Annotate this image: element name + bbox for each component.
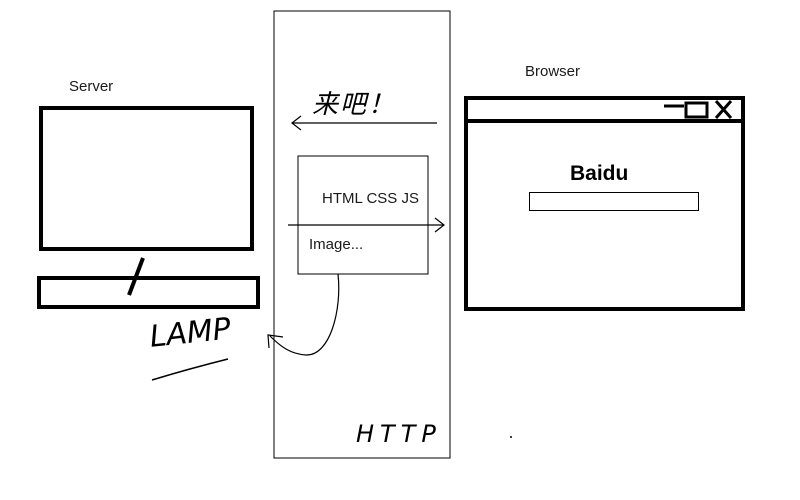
request-note: 来吧！	[312, 90, 397, 120]
page-title: Baidu	[570, 162, 629, 185]
http-channel	[273, 10, 451, 459]
arrow-left-icon	[291, 115, 437, 131]
browser-label: Browser	[525, 63, 581, 80]
search-input[interactable]	[529, 192, 699, 211]
close-icon[interactable]	[714, 100, 733, 119]
packet-image-label: Image...	[309, 236, 364, 253]
server-monitor	[39, 106, 254, 251]
lamp-underline	[151, 358, 229, 381]
response-packet	[297, 155, 429, 275]
arrow-right-icon	[288, 217, 445, 233]
packet-content-label: HTML CSS JS	[322, 190, 419, 207]
server-stand	[127, 257, 145, 296]
curved-arrow-icon	[267, 273, 340, 356]
maximize-icon[interactable]	[684, 101, 709, 119]
browser-window	[464, 96, 745, 311]
server-label: Server	[69, 78, 114, 95]
http-label: HTTP	[356, 420, 442, 448]
server-base	[37, 276, 260, 309]
stray-dot	[510, 436, 512, 438]
